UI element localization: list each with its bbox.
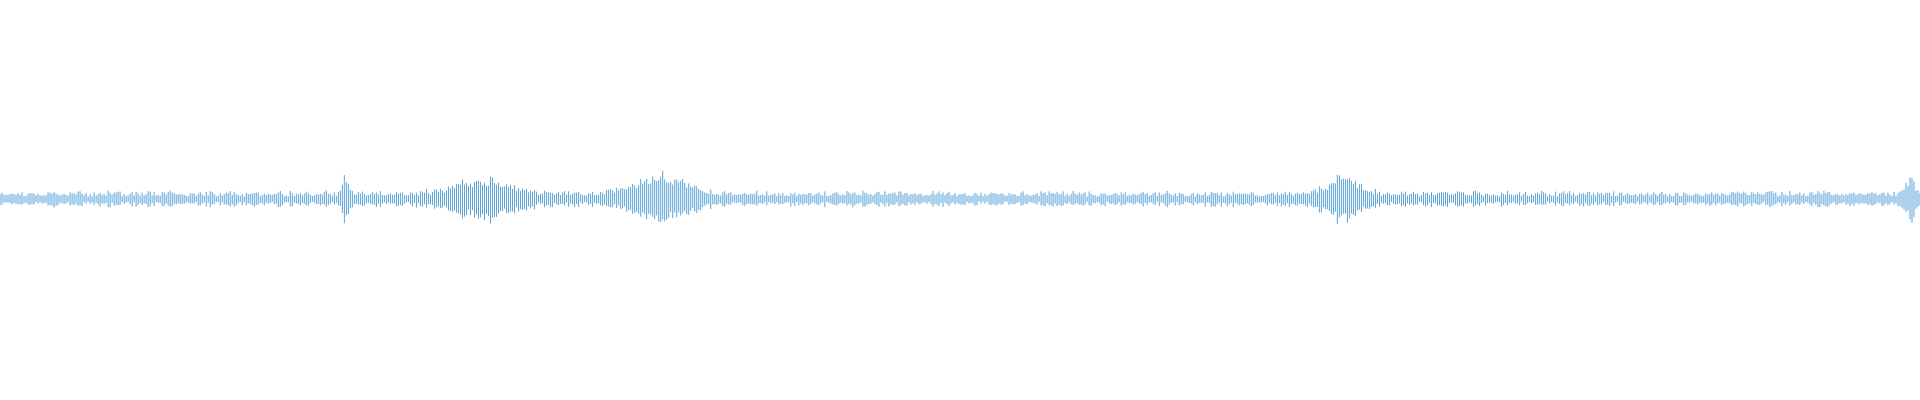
waveform-trace — [0, 170, 1920, 225]
